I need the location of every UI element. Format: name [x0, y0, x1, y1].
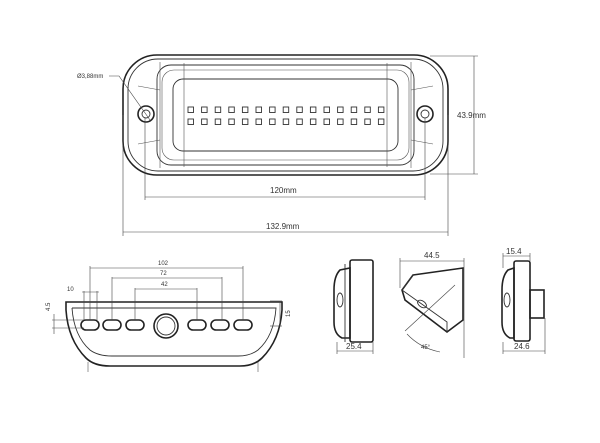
side-view-2: 15.4 24.6 — [501, 247, 546, 354]
dim-15-label: 15 — [286, 310, 292, 317]
side2-top-label: 15.4 — [506, 247, 522, 256]
led-square — [296, 106, 303, 113]
led-square — [228, 106, 235, 113]
led-square — [269, 106, 276, 113]
angle-label: 45° — [421, 345, 431, 351]
angled-view: 44.5 45° — [399, 251, 465, 358]
led-slot — [210, 319, 230, 331]
led-square — [323, 118, 330, 125]
led-square — [282, 118, 290, 125]
led-square — [296, 118, 303, 125]
led-square — [214, 118, 222, 125]
angled-width-label: 44.5 — [424, 251, 440, 260]
led-square — [350, 118, 358, 125]
led-square — [241, 106, 249, 113]
front-view: 102 72 42 10 4.5 15 — [46, 261, 292, 372]
lens — [172, 78, 399, 152]
led-square — [255, 106, 262, 113]
led-square — [187, 118, 194, 125]
led-square — [214, 106, 222, 113]
led-slot — [125, 319, 145, 331]
mounting-hole-left-inner — [141, 109, 151, 119]
led-slot — [233, 319, 253, 331]
led-square — [337, 106, 344, 113]
hole-leader-line — [109, 75, 151, 121]
led-slots — [80, 319, 253, 331]
side-view-1: 25.4 — [333, 259, 374, 354]
led-square — [255, 118, 262, 125]
lens-frame-inner — [161, 69, 410, 161]
led-square — [187, 106, 194, 113]
led-square — [364, 118, 371, 125]
front-housing — [65, 301, 283, 367]
led-square — [350, 106, 358, 113]
led-square — [337, 118, 344, 125]
dim-4.5-label: 4.5 — [46, 302, 52, 311]
dim-102-label: 102 — [158, 261, 169, 267]
led-square — [323, 106, 330, 113]
led-square — [282, 106, 290, 113]
led-square — [309, 106, 317, 113]
dim-42-label: 42 — [161, 282, 168, 288]
led-square — [228, 118, 235, 125]
dim-10-label: 10 — [67, 287, 74, 293]
height-label: 43.9mm — [457, 111, 486, 120]
overall-length-label: 132.9mm — [266, 222, 300, 231]
led-slot — [102, 319, 122, 331]
center-lens — [153, 313, 179, 339]
mounting-hole-right-inner — [420, 109, 430, 119]
side-body — [349, 259, 374, 343]
lens-frame — [156, 64, 415, 166]
led-square — [364, 106, 371, 113]
mount-stub — [529, 289, 545, 319]
outer-housing — [122, 54, 449, 176]
led-square — [309, 118, 317, 125]
side2-depth-label: 24.6 — [514, 342, 530, 351]
hole-spacing-label: 120mm — [270, 186, 297, 195]
side-body-2 — [513, 260, 531, 342]
housing-inner-edge — [127, 58, 444, 172]
mounting-hole-left — [137, 105, 155, 123]
led-square — [201, 106, 208, 113]
led-square — [377, 118, 385, 125]
side-depth-label: 25.4 — [346, 342, 362, 351]
hole-diameter-label: Ø3,88mm — [77, 74, 103, 80]
led-square — [269, 118, 276, 125]
led-square — [377, 106, 385, 113]
dim-72-label: 72 — [160, 271, 167, 277]
led-slot — [80, 319, 100, 331]
led-array — [187, 106, 385, 125]
led-square — [241, 118, 249, 125]
top-view: Ø3,88mm 43.9mm 120mm 132.9mm — [77, 54, 486, 236]
led-slot — [187, 319, 207, 331]
led-square — [201, 118, 208, 125]
